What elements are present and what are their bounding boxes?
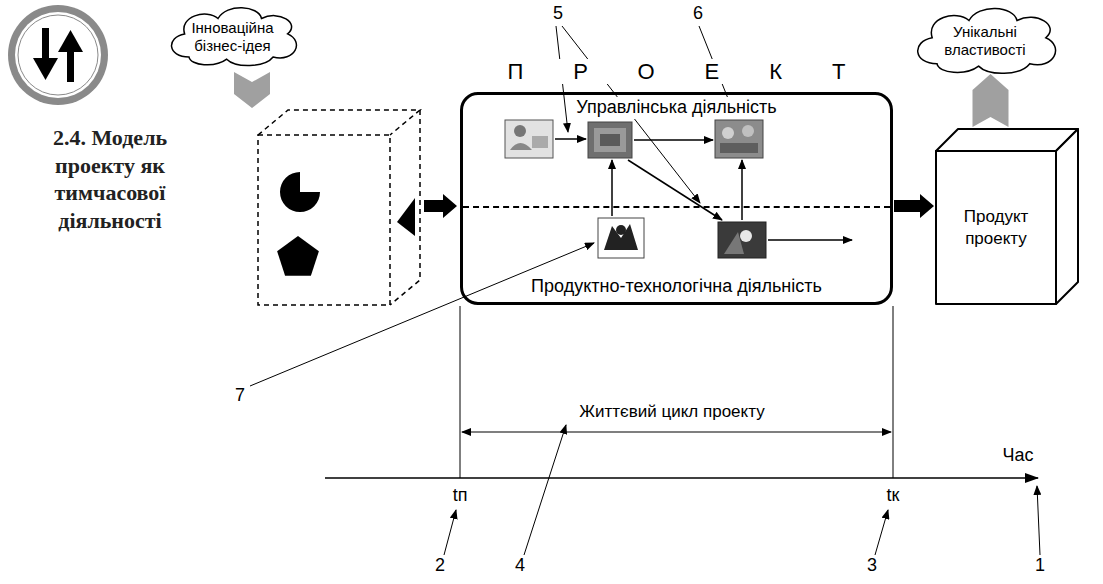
idea-cube bbox=[258, 110, 420, 305]
callout-number: 1 bbox=[1035, 555, 1045, 577]
planning-photo bbox=[588, 122, 632, 158]
management-band: Управлінська діяльність bbox=[463, 95, 890, 206]
time-mark: tк bbox=[887, 485, 900, 507]
band-title: Управлінська діяльність bbox=[572, 97, 780, 119]
axis-label: Час bbox=[1002, 445, 1033, 467]
callout-number: 2 bbox=[435, 555, 445, 577]
band-title: Продуктно-технологічна діяльність bbox=[527, 276, 826, 298]
input-chevron bbox=[234, 72, 270, 108]
block-arrow bbox=[894, 194, 934, 218]
triangle-shape bbox=[397, 198, 415, 236]
meeting-photo bbox=[715, 120, 763, 158]
time-mark: tп bbox=[453, 485, 468, 507]
leader-lines bbox=[250, 26, 1040, 555]
flow-arrows bbox=[555, 139, 852, 240]
properties-cloud: Унікальні властивості bbox=[905, 2, 1065, 76]
idea-cloud: Інноваційна бізнес-ідея bbox=[160, 2, 305, 68]
output-chevron bbox=[973, 74, 1009, 127]
sign-icon bbox=[8, 5, 108, 105]
callout-number: 4 bbox=[515, 555, 525, 577]
callout-number: 7 bbox=[235, 385, 245, 407]
pentagon-shape bbox=[277, 236, 319, 276]
time-axis bbox=[325, 306, 1038, 478]
callout-number: 5 bbox=[553, 3, 563, 25]
project-heading: ПРОЕКТ bbox=[457, 59, 895, 84]
pie-shape bbox=[280, 172, 320, 212]
production-band: Продуктно-технологічна діяльність bbox=[463, 206, 890, 302]
project-frame: ПРОЕКТУправлінська діяльністьПродуктно-т… bbox=[460, 92, 893, 305]
input-arrow bbox=[424, 194, 457, 218]
lifecycle-label: Життєвий цикл проекту bbox=[576, 402, 767, 422]
product-label: Продукт проекту bbox=[943, 206, 1049, 249]
manager-photo bbox=[505, 120, 553, 158]
callout-number: 6 bbox=[693, 3, 703, 25]
product-cube: Продукт проекту bbox=[935, 150, 1057, 305]
callout-number: 3 bbox=[867, 555, 877, 577]
cloud-text: Інноваційна бізнес-ідея bbox=[181, 19, 285, 55]
cloud-text: Унікальні властивості bbox=[933, 23, 1037, 59]
team-logo bbox=[598, 218, 644, 258]
welding-photo bbox=[718, 222, 766, 258]
figure-title: 2.4. Модель проекту як тимчасової діяльн… bbox=[20, 124, 200, 234]
